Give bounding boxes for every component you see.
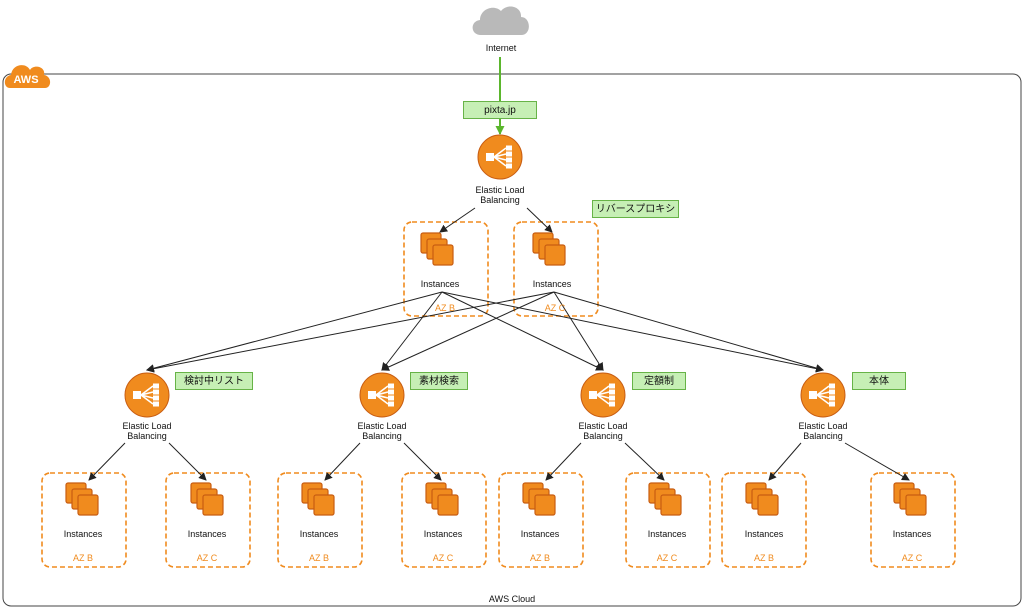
connector-arrow (146, 291, 443, 373)
availability-zone-group (625, 472, 711, 568)
domain-tag: pixta.jp (463, 101, 537, 119)
az-label: AZ B (753, 553, 774, 563)
instances-label: Instances (299, 529, 339, 539)
elb-label-top: Elastic Load Balancing (475, 185, 525, 205)
ec2-instances-icon (420, 232, 454, 266)
connector-arrow (624, 442, 665, 481)
instances-label: Instances (520, 529, 560, 539)
instances-label: Instances (532, 279, 572, 289)
availability-zone-group (403, 221, 489, 317)
service-tag: 定額制 (632, 372, 686, 390)
icons-layer (65, 134, 927, 516)
connector-arrow (553, 291, 604, 371)
elastic-load-balancing-icon (580, 372, 626, 418)
elastic-load-balancing-icon (477, 134, 523, 180)
elastic-load-balancing-icon (124, 372, 170, 418)
instances-label: Instances (744, 529, 784, 539)
az-label: AZ B (529, 553, 550, 563)
connector-arrow (526, 207, 553, 233)
instances-label: Instances (647, 529, 687, 539)
availability-zone-group (513, 221, 599, 317)
service-tag: 素材検索 (410, 372, 468, 390)
connector-arrow (88, 442, 126, 481)
aws-cloud-boundary (2, 73, 1022, 607)
reverse-proxy-tag: リバースプロキシ (592, 200, 679, 218)
ec2-instances-icon (893, 482, 927, 516)
aws-badge-label: AWS (13, 74, 38, 86)
connector-arrow (439, 207, 476, 233)
availability-zone-group (165, 472, 251, 568)
ec2-instances-icon (532, 232, 566, 266)
ec2-instances-icon (301, 482, 335, 516)
instances-label: Instances (892, 529, 932, 539)
elastic-load-balancing-icon (800, 372, 846, 418)
cloud-icon (472, 6, 529, 36)
instances-label: Instances (420, 279, 460, 289)
ec2-instances-icon (65, 482, 99, 516)
az-label: AZ B (434, 303, 455, 313)
availability-zone-group (277, 472, 363, 568)
availability-zone-group (498, 472, 584, 568)
connector-arrow (403, 442, 442, 481)
connectors (41, 57, 956, 568)
elb-label: Elastic Load Balancing (357, 421, 407, 441)
connector-arrow (381, 291, 443, 371)
elb-label: Elastic Load Balancing (798, 421, 848, 441)
connector-arrow (146, 291, 555, 373)
aws-cloud-label: AWS Cloud (488, 594, 536, 604)
instances-label: Instances (423, 529, 463, 539)
az-label: AZ C (544, 303, 566, 313)
az-label: AZ B (72, 553, 93, 563)
availability-zone-group (721, 472, 807, 568)
az-label: AZ C (432, 553, 454, 563)
instances-label: Instances (63, 529, 103, 539)
availability-zone-group (870, 472, 956, 568)
connector-arrow (168, 442, 207, 481)
connector-arrow (381, 291, 555, 371)
connector-arrow (324, 442, 361, 481)
connector-arrow (441, 291, 824, 373)
aws-cloud-badge-icon: AWS (4, 65, 51, 88)
ec2-instances-icon (745, 482, 779, 516)
availability-zone-group (401, 472, 487, 568)
service-tag: 本体 (852, 372, 906, 390)
az-label: AZ C (196, 553, 218, 563)
elb-label: Elastic Load Balancing (122, 421, 172, 441)
az-label: AZ B (308, 553, 329, 563)
az-label: AZ C (901, 553, 923, 563)
connector-arrow (553, 291, 824, 372)
availability-zone-group (41, 472, 127, 568)
ec2-instances-icon (425, 482, 459, 516)
connector-arrow (441, 291, 604, 371)
connector-arrow (844, 442, 910, 481)
instances-label: Instances (187, 529, 227, 539)
elb-label: Elastic Load Balancing (578, 421, 628, 441)
service-tag: 検討中リスト (175, 372, 253, 390)
internet-label: Internet (485, 43, 517, 53)
connector-arrow (768, 442, 802, 481)
az-label: AZ C (656, 553, 678, 563)
ec2-instances-icon (648, 482, 682, 516)
ec2-instances-icon (190, 482, 224, 516)
elastic-load-balancing-icon (359, 372, 405, 418)
connector-arrow (545, 442, 582, 481)
ec2-instances-icon (522, 482, 556, 516)
